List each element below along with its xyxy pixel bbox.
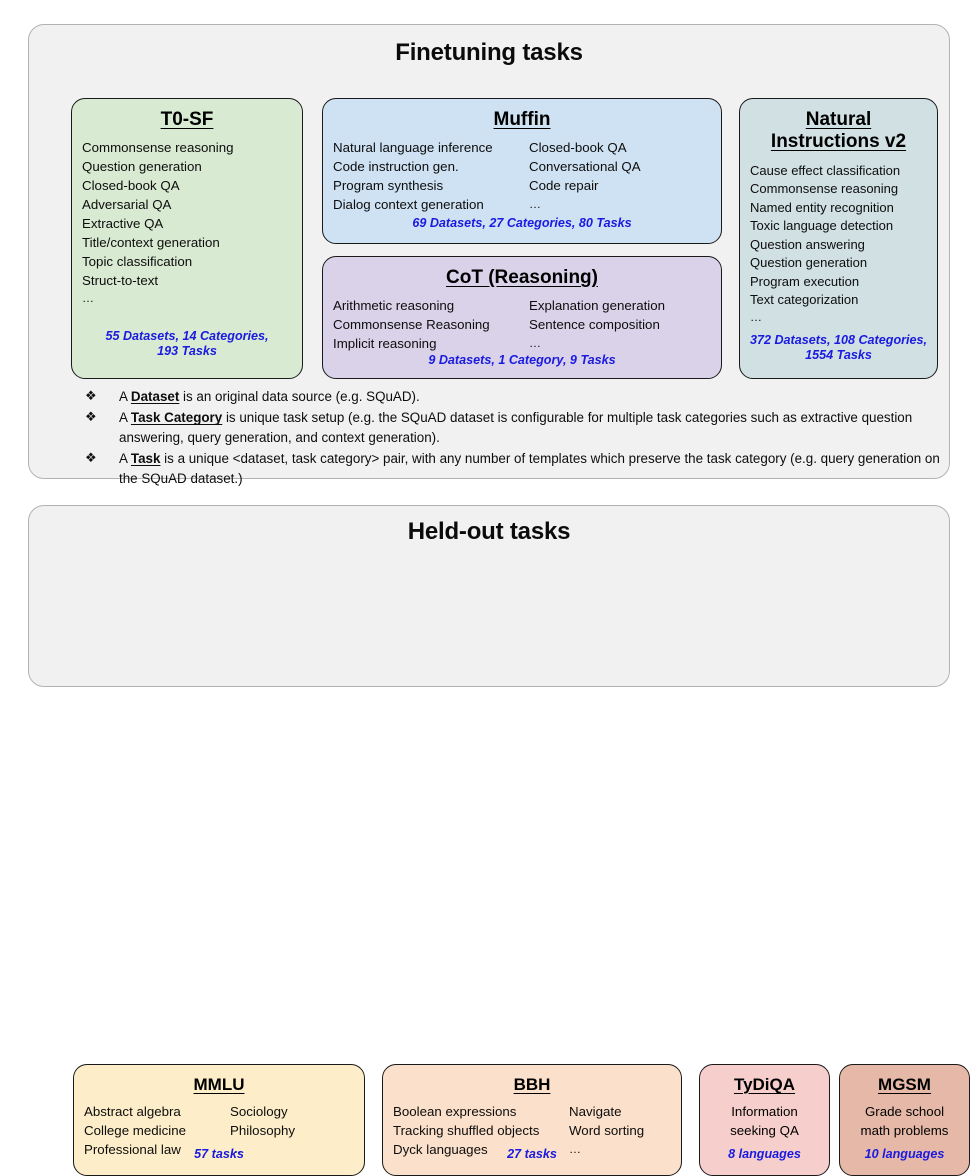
list-item: Explanation generation (529, 298, 666, 314)
list-item: College medicine (84, 1122, 186, 1138)
card-stats-cot-reasoning: 9 Datasets, 1 Category, 9 Tasks (428, 353, 616, 368)
card-title-tydiqa: TyDiQA (733, 1075, 796, 1094)
card-title-cot-reasoning: CoT (Reasoning) (446, 267, 598, 288)
list-item: Named entity recognition (750, 199, 894, 215)
list-item: Commonsense reasoning (82, 140, 234, 156)
list-item: Question generation (750, 255, 868, 271)
legend-text: A Task Category is unique task setup (e.… (119, 410, 913, 445)
list-item: Program synthesis (333, 178, 444, 194)
list-item: Title/context generation (82, 234, 220, 250)
items-column-2: Closed-book QA Conversational QA Code repa… (529, 139, 641, 215)
list-item: Conversational QA (529, 159, 641, 175)
list-item: Struct-to-text (82, 272, 159, 288)
list-item: … (750, 310, 763, 325)
list-item: Closed-book QA (82, 178, 180, 194)
legend-text: A Task is a unique <dataset, task catego… (119, 451, 940, 486)
list-item: Commonsense reasoning (750, 181, 899, 197)
diamond-bullet-icon: ❖ (85, 450, 97, 466)
card-title-mgsm: MGSM (878, 1075, 931, 1094)
list-item: Cause effect classification (750, 162, 901, 178)
legend-term: Dataset (130, 389, 180, 404)
definitions-legend: ❖ A Dataset is an original data source (e… (79, 387, 949, 490)
list-item: Closed-book QA (529, 140, 627, 156)
list-item: … (529, 197, 542, 212)
card-title-mmlu: MMLU (193, 1075, 245, 1094)
list-item: … (529, 336, 542, 351)
card-stats-mmlu: 57 tasks (194, 1147, 244, 1162)
list-item: Code instruction gen. (333, 159, 459, 175)
card-title-t0-sf: T0-SF (160, 109, 214, 130)
list-item: Program execution (750, 273, 860, 289)
list-item: Natural language inference (333, 140, 493, 156)
card-title-bbh: BBH (513, 1075, 551, 1094)
finetuning-panel-title: Finetuning tasks (395, 39, 583, 66)
list-item: Toxic language detection (750, 218, 894, 234)
list-item: Boolean expressions (393, 1104, 517, 1120)
diamond-bullet-icon: ❖ (85, 409, 97, 425)
card-stats-tydiqa: 8 languages (728, 1147, 801, 1162)
list-item: Topic classification (82, 253, 193, 269)
list-item: Extractive QA (82, 215, 164, 231)
list-item: … (82, 291, 95, 306)
card-stats-muffin: 69 Datasets, 27 Categories, 80 Tasks (412, 216, 632, 231)
diamond-bullet-icon: ❖ (85, 388, 97, 403)
list-item: Philosophy (230, 1122, 296, 1138)
card-title-muffin: Muffin (493, 109, 551, 130)
card-stats-t0-sf: 55 Datasets, 14 Categories,193 Tasks (105, 328, 269, 359)
card-stats-mgsm: 10 languages (864, 1147, 945, 1162)
legend-row: ❖ A Task Category is unique task setup (e… (79, 408, 949, 447)
finetuning-tasks-panel: Finetuning tasks T0-SF Commonsense reaso… (28, 24, 950, 486)
heldout-panel-title: Held-out tasks (407, 518, 571, 545)
list-item: Code repair (529, 178, 599, 194)
list-item: Arithmetic reasoning (333, 298, 455, 314)
legend-term: Task Category (130, 410, 223, 426)
list-item: Commonsense Reasoning (333, 317, 490, 333)
list-item: Question answering (750, 236, 865, 252)
list-item: Adversarial QA (82, 197, 172, 213)
legend-row: ❖ A Task is a unique <dataset, task categ… (79, 449, 949, 488)
list-item: Navigate (569, 1104, 622, 1120)
diagram-root: Finetuning tasks T0-SF Commonsense reaso… (28, 24, 970, 1176)
list-item: Word sorting (569, 1122, 645, 1138)
card-stats-bbh: 27 tasks (507, 1147, 557, 1162)
list-item: Sociology (230, 1104, 288, 1120)
list-item: Sentence composition (529, 317, 660, 333)
card-stats-natural-instructions-v2: 372 Datasets, 108 Categories,1554 Tasks (749, 332, 928, 363)
legend-row: ❖ A Dataset is an original data source (e… (79, 387, 949, 406)
list-item: Dialog context generation (333, 197, 484, 213)
legend-term: Task (130, 451, 161, 467)
list-item: Implicit reasoning (333, 336, 437, 352)
list-item: Question generation (82, 159, 202, 175)
list-item: Abstract algebra (84, 1104, 181, 1120)
legend-text: A Dataset is an original data source (e.… (119, 389, 420, 404)
list-item: Text categorization (750, 291, 859, 307)
list-item: Tracking shuffled objects (393, 1122, 540, 1138)
